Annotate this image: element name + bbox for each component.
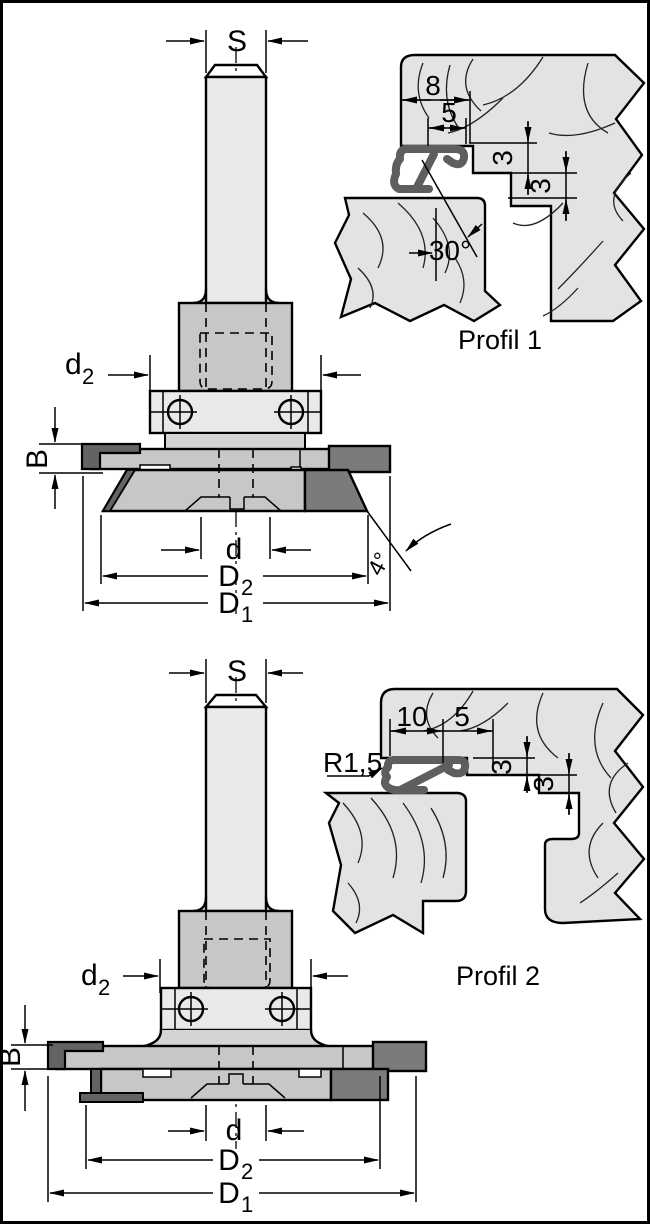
wood-upper [399, 53, 646, 323]
cutter-2-dimensions: S d 2 B d D 2 D 1 [3, 655, 417, 1217]
dim-value-radius: R1,5 [323, 747, 382, 778]
body-insert-dark [329, 1067, 390, 1102]
dim-label-b: B [21, 449, 54, 469]
cutter-1-view [80, 47, 392, 617]
dim-label-D1-sub: 1 [241, 1192, 253, 1217]
dim-label-D2: D [218, 560, 240, 593]
dim-label-shank-s: S [227, 655, 247, 688]
dim-label-D1-sub: 1 [241, 602, 253, 627]
profil-1-view: 8 5 3 3 30° Profil 1 [333, 53, 646, 355]
dim-label-D1: D [218, 1177, 240, 1210]
cutter-2-view [46, 677, 428, 1149]
dim-value-5: 5 [441, 97, 457, 128]
profil-2-dimensions: 10 5 3 3 R1,5 [323, 701, 577, 815]
bevel-edge-strip [101, 469, 137, 512]
dim-value-3-lower: 3 [528, 776, 559, 792]
clamp-screw [174, 992, 208, 1026]
bore-slot-detail [184, 449, 282, 512]
clamp-screw [163, 395, 197, 429]
body-edge-strip [79, 1092, 144, 1103]
dim-label-shank-s: S [227, 25, 247, 58]
dim-value-8: 8 [425, 70, 441, 101]
cutting-insert-right [371, 1040, 428, 1073]
wood-grain [357, 56, 632, 317]
seal-profile [390, 145, 469, 193]
clamp-screw [274, 395, 308, 429]
chip-gap [142, 1068, 172, 1078]
dim-label-d2-sub: 2 [98, 975, 110, 1000]
hidden-nut [203, 938, 271, 989]
bevel-insert-dark [303, 468, 369, 513]
shank-fillet-left [192, 288, 208, 305]
dim-value-5: 5 [454, 701, 470, 732]
cutting-insert-right [327, 444, 392, 474]
dim-label-b: B [3, 1047, 27, 1067]
dim-label-d: d [226, 1114, 243, 1147]
profil-2-caption: Profil 2 [456, 961, 540, 991]
dim-label-d: d [226, 533, 243, 566]
chip-gap [298, 1068, 322, 1078]
dim-label-D2: D [218, 1144, 240, 1177]
wood-lower [333, 196, 502, 323]
shank [204, 705, 268, 913]
bore-slot-detail [190, 1046, 286, 1099]
wood-upper [379, 687, 646, 925]
shank-fillet-right [264, 288, 280, 305]
hidden-nut [199, 332, 273, 390]
shank [204, 75, 268, 305]
neck [164, 432, 306, 450]
hub [177, 301, 294, 393]
dim-label-d2-sub: 2 [82, 364, 94, 389]
dim-label-D1: D [218, 587, 240, 620]
shank-fillet-left [192, 896, 208, 913]
neck [139, 1030, 333, 1047]
hub [177, 909, 294, 990]
dim-value-3-lower: 3 [525, 178, 556, 194]
profil-1-dimensions: 8 5 3 3 30° [401, 70, 577, 281]
dim-value-3-upper: 3 [486, 759, 517, 775]
profil-2-view: 10 5 3 3 R1,5 Profil 2 [322, 687, 646, 991]
cutter-profile-diagram: S d 2 B d D 2 D 1 4° [3, 25, 646, 1217]
cutter-1-dimensions: S d 2 B d D 2 D 1 4° [21, 25, 452, 627]
dim-label-d2: d [81, 959, 98, 992]
dim-label-D2-sub: 2 [241, 575, 253, 600]
disc-plate [54, 1044, 422, 1071]
profil-1-caption: Profil 1 [458, 325, 542, 355]
shank-fillet-right [264, 896, 280, 913]
cutting-insert-left [80, 442, 142, 471]
dim-value-10: 10 [396, 701, 427, 732]
seal-profile [380, 756, 470, 795]
dim-label-d2: d [65, 348, 82, 381]
dim-label-D2-sub: 2 [241, 1159, 253, 1184]
clamp-screw [265, 992, 299, 1026]
dim-value-3-upper: 3 [487, 150, 518, 166]
dim-value-30deg: 30° [429, 235, 471, 266]
